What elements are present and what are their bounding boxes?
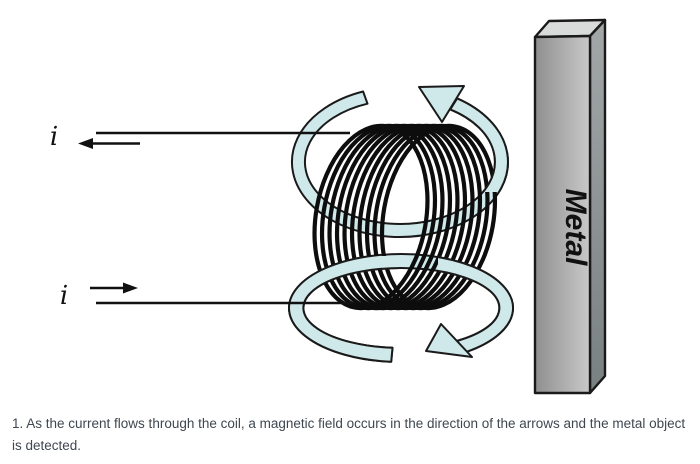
metal-bar-icon (533, 18, 607, 395)
metal-label: Metal (559, 189, 592, 266)
figure-caption: 1. As the current flows through the coil… (12, 416, 686, 454)
wires (96, 131, 352, 305)
current-label-bottom: i (60, 281, 68, 311)
field-arrowhead-bottom-icon (425, 323, 473, 358)
field-ring-top-front-segment (449, 97, 509, 192)
coil-icon (312, 123, 498, 311)
metal-detector-coil-diagram: i i Metal (50, 18, 607, 395)
current-arrow-top-icon (78, 138, 140, 149)
current-arrow-bottom-icon (90, 282, 138, 294)
field-arrowhead-top-icon (418, 85, 465, 123)
metal-bar-front-face (533, 34, 592, 395)
current-label-top: i (50, 122, 58, 152)
